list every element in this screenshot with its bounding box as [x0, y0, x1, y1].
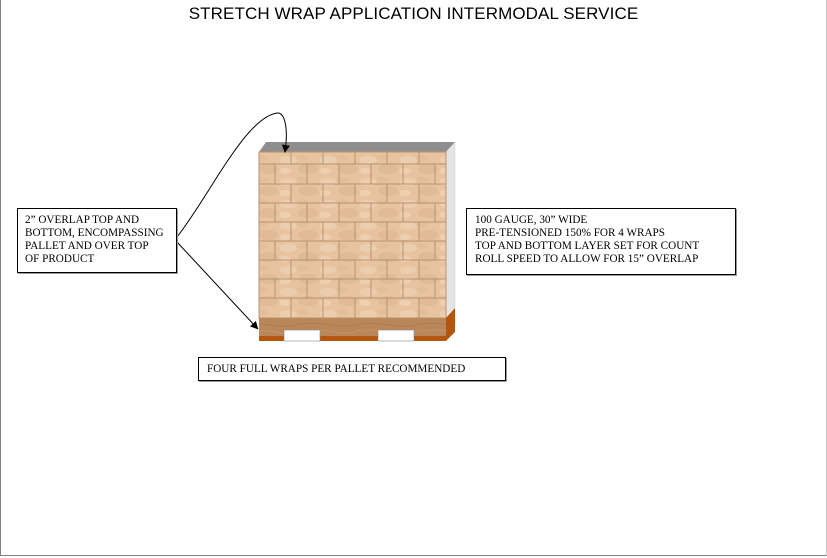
film-spec-line: PRE-TENSIONED 150% FOR 4 WRAPS	[475, 227, 665, 239]
fork-opening-right	[377, 329, 415, 342]
overlap-note-line: BOTTOM, ENCOMPASSING	[25, 227, 164, 239]
film-spec-note: 100 GAUGE, 30” WIDE PRE-TENSIONED 150% F…	[466, 208, 736, 275]
callout-line-top	[176, 112, 290, 238]
pallet-side-face	[445, 141, 456, 337]
pallet-bottom-edge	[259, 336, 446, 341]
callout-line-bottom	[176, 241, 259, 330]
film-spec-line: TOP AND BOTTOM LAYER SET FOR COUNT	[475, 240, 700, 252]
overlap-note-line: OF PRODUCT	[25, 253, 95, 265]
page-title: STRETCH WRAP APPLICATION INTERMODAL SERV…	[188, 4, 639, 23]
wraps-recommendation-text: FOUR FULL WRAPS PER PALLET RECOMMENDED	[207, 363, 466, 375]
pallet-top-face	[259, 142, 455, 152]
overlap-note-line: PALLET AND OVER TOP	[25, 240, 149, 252]
overlap-note-line: 2” OVERLAP TOP AND	[25, 214, 140, 226]
film-spec-line: ROLL SPEED TO ALLOW FOR 15” OVERLAP	[475, 253, 699, 265]
box-stack-face	[259, 152, 446, 318]
box-stack	[258, 151, 447, 319]
pallet-base-side	[446, 308, 455, 341]
overlap-note: 2” OVERLAP TOP AND BOTTOM, ENCOMPASSING …	[17, 208, 177, 273]
fork-opening-left	[283, 329, 321, 342]
film-spec-line: 100 GAUGE, 30” WIDE	[475, 214, 588, 226]
wraps-recommendation-note: FOUR FULL WRAPS PER PALLET RECOMMENDED	[198, 357, 506, 381]
